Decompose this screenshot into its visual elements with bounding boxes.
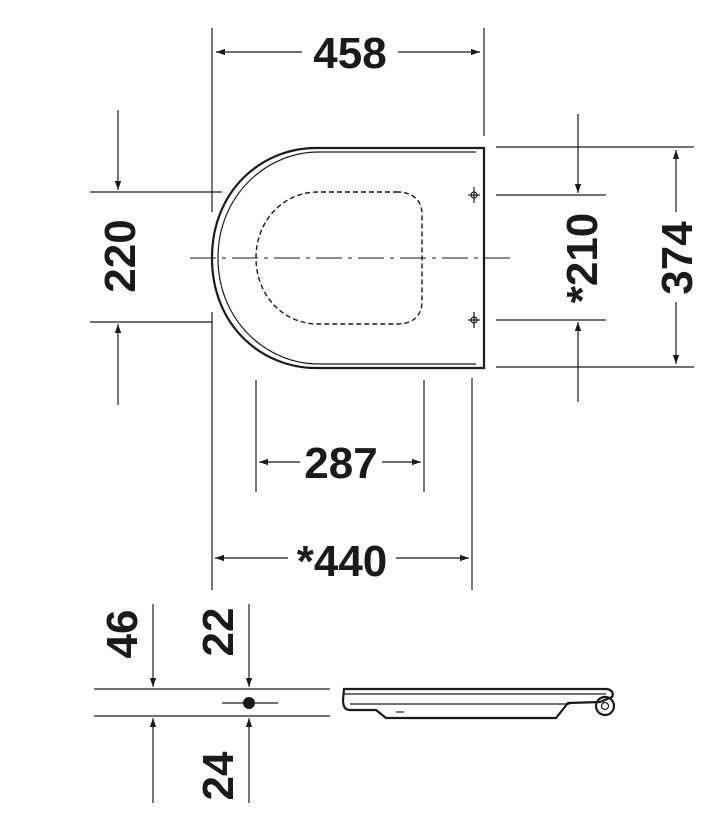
seat-inner-edge bbox=[217, 151, 476, 365]
dim-label-374: 374 bbox=[653, 221, 702, 295]
dim-label-46: 46 bbox=[98, 610, 147, 659]
dim-side-height: 46 bbox=[98, 604, 157, 803]
hinge-mark-lower bbox=[468, 312, 480, 328]
seat-top-view bbox=[190, 146, 512, 370]
dim-label-287: 287 bbox=[304, 439, 377, 488]
dim-overall-length: 374 bbox=[653, 150, 702, 364]
dim-overall-width: 458 bbox=[216, 29, 480, 78]
dim-inner-opening: 287 bbox=[259, 439, 421, 488]
hinge-axis-dot bbox=[243, 697, 255, 709]
hinge-circle-inner bbox=[600, 701, 610, 711]
dim-label-220: 220 bbox=[96, 219, 145, 292]
dim-fixing-width: *440 bbox=[215, 537, 469, 586]
dim-lower-offset: 24 bbox=[194, 718, 253, 803]
extension-lines bbox=[90, 28, 694, 590]
dim-label-24: 24 bbox=[194, 751, 243, 800]
dim-hinge-axis-height: 22 bbox=[194, 604, 253, 687]
dim-seat-depth: 220 bbox=[96, 110, 145, 405]
dim-label-440: *440 bbox=[297, 537, 388, 586]
hinge-mark-upper bbox=[468, 187, 480, 203]
seat-side-profile bbox=[341, 687, 614, 720]
dim-label-22: 22 bbox=[194, 608, 243, 657]
dim-hinge-spacing: *210 bbox=[558, 114, 607, 402]
dim-label-210: *210 bbox=[558, 213, 607, 304]
seat-opening-dashed bbox=[255, 191, 423, 325]
dim-label-458: 458 bbox=[313, 29, 386, 78]
hinge-circle-outer bbox=[594, 695, 616, 717]
seat-side-view bbox=[94, 687, 616, 720]
